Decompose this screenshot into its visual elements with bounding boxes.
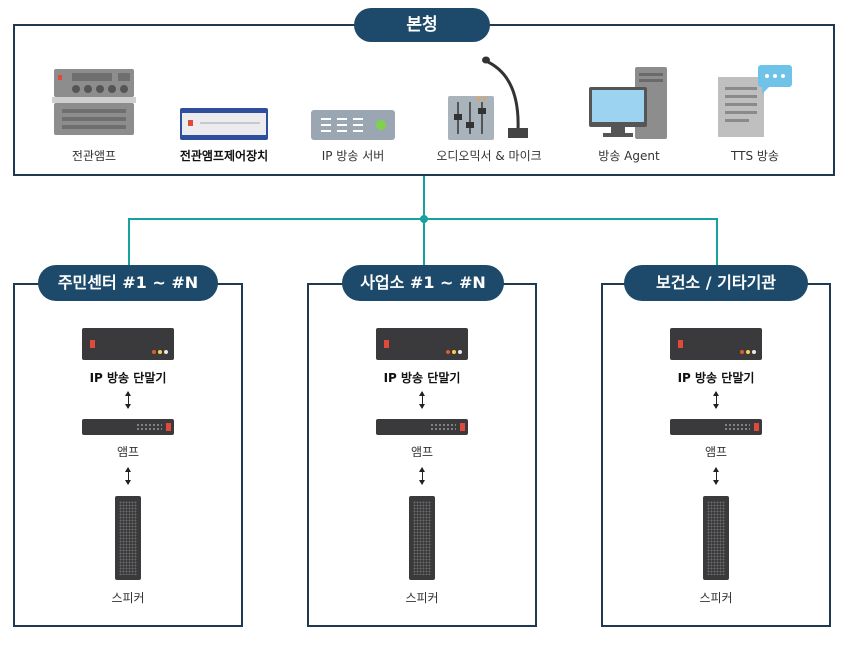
device-label-ip-broadcast-server: IP 방송 서버 xyxy=(321,149,385,163)
amp-label: 앰프 xyxy=(116,445,140,459)
device-label-tts-broadcast: TTS 방송 xyxy=(731,149,779,163)
audio-mixer-microphone-icon xyxy=(448,56,534,142)
amp-label: 앰프 xyxy=(704,445,728,459)
ip-terminal-icon xyxy=(376,328,468,360)
tts-broadcast-icon xyxy=(716,63,794,139)
device-label-broadcast-agent: 방송 Agent xyxy=(598,149,660,163)
device-label-audio-mixer-microphone: 오디오믹서 & 마이크 xyxy=(436,149,542,163)
speaker-icon xyxy=(703,496,729,580)
speaker-icon xyxy=(115,496,141,580)
speaker-icon xyxy=(409,496,435,580)
ip-terminal-icon xyxy=(670,328,762,360)
amplifier-icon xyxy=(82,419,174,435)
terminal-label: IP 방송 단말기 xyxy=(383,371,461,385)
link-arrow xyxy=(125,391,131,409)
device-label-amplifier-controller: 전관앰프제어장치 xyxy=(179,149,269,163)
branch-line-3 xyxy=(716,218,718,268)
branch-line-2 xyxy=(423,218,425,268)
speaker-label: 스피커 xyxy=(699,591,733,605)
speaker-label: 스피커 xyxy=(111,591,145,605)
branch-line-1 xyxy=(128,218,130,268)
site-title-community-center: 주민센터 #1 ~ #N xyxy=(38,265,218,301)
amp-label: 앰프 xyxy=(410,445,434,459)
trunk-line xyxy=(423,176,425,220)
site-title-business-office: 사업소 #1 ~ #N xyxy=(342,265,504,301)
ip-terminal-icon xyxy=(82,328,174,360)
central-amplifier-icon xyxy=(52,67,136,137)
terminal-label: IP 방송 단말기 xyxy=(89,371,167,385)
link-arrow xyxy=(419,391,425,409)
terminal-label: IP 방송 단말기 xyxy=(677,371,755,385)
ip-broadcast-server-icon xyxy=(311,110,395,140)
broadcast-agent-computer-icon xyxy=(589,67,669,139)
site-title-health-center: 보건소 / 기타기관 xyxy=(624,265,808,301)
speaker-label: 스피커 xyxy=(405,591,439,605)
link-arrow xyxy=(713,391,719,409)
amplifier-icon xyxy=(670,419,762,435)
link-arrow xyxy=(419,467,425,485)
amplifier-controller-icon xyxy=(180,108,268,140)
link-arrow xyxy=(713,467,719,485)
device-label-central-amplifier: 전관앰프 xyxy=(71,149,117,163)
link-arrow xyxy=(125,467,131,485)
amplifier-icon xyxy=(376,419,468,435)
hq-title: 본청 xyxy=(354,8,490,42)
